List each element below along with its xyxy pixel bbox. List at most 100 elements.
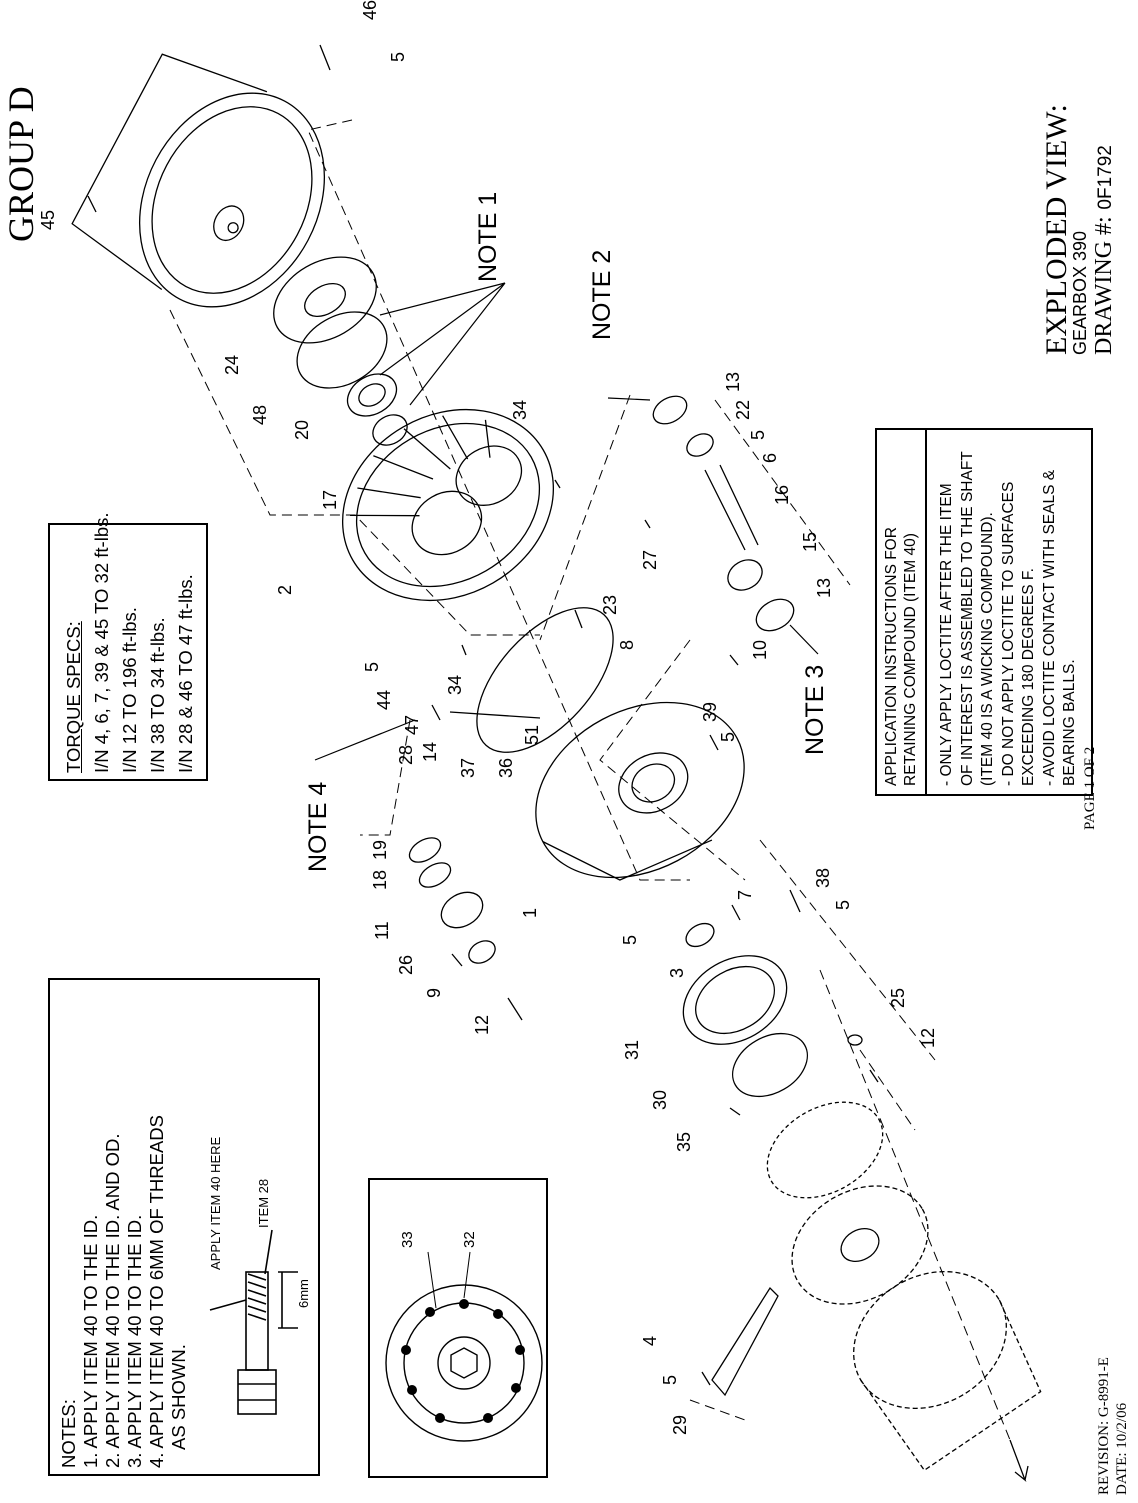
bearing-13-bottom	[755, 598, 795, 632]
assembly-path-7	[759, 839, 936, 1061]
bolt-12	[507, 997, 523, 1021]
plug-34	[461, 644, 467, 656]
direction-arrow	[1009, 1439, 1029, 1482]
bolt-28	[431, 704, 441, 721]
item-number: 22	[733, 399, 753, 420]
item-number: 5	[718, 731, 738, 742]
notes-box: NOTES: 1. APPLY ITEM 40 TO THE ID. 2. AP…	[48, 978, 320, 1476]
note-3-callout: NOTE 3	[801, 664, 829, 755]
bolt-4	[701, 1371, 711, 1386]
item-number: 8	[617, 639, 637, 650]
note3-leader	[789, 624, 819, 655]
torque-specs-box: TORQUE SPECS: I/N 4, 6, 7, 39 & 45 TO 32…	[48, 512, 208, 781]
drive-plate	[766, 1101, 884, 1199]
item-number: 47	[402, 714, 422, 735]
coupling-detail-box: 33 32	[368, 1178, 548, 1478]
gear-15	[727, 559, 763, 591]
item-28-label: ITEM 28	[256, 1179, 271, 1228]
bolt-12-lower	[869, 1069, 879, 1083]
item-number: 5	[660, 1374, 680, 1385]
item-number: 15	[800, 531, 820, 552]
gear-11	[440, 891, 484, 929]
item-number: 28	[396, 744, 416, 765]
valve-14-37-36-51	[449, 711, 541, 719]
item-number: 25	[888, 987, 908, 1008]
coupling-31	[682, 955, 788, 1045]
item-number: 46	[360, 0, 380, 20]
bolt-38	[789, 889, 801, 913]
six-mm-label: 6mm	[296, 1279, 311, 1308]
pin-26	[451, 953, 463, 967]
item-number: 18	[370, 869, 390, 890]
item-number: 30	[650, 1089, 670, 1110]
note-4-callout: NOTE 4	[304, 781, 332, 872]
bolt-39	[709, 734, 719, 751]
item-number: 7	[735, 889, 755, 900]
cap-9	[468, 940, 496, 964]
item-number: 16	[772, 484, 792, 505]
item-number: 5	[388, 51, 408, 62]
bolt-detail-drawing: APPLY ITEM 40 HERE ITEM 28 6mm	[208, 1136, 311, 1415]
seal-17	[372, 414, 408, 446]
note-2-callout: NOTE 2	[588, 249, 616, 340]
gasket-8	[476, 607, 614, 753]
ring-19	[408, 837, 442, 863]
assembly-path-5	[599, 639, 746, 881]
item-number: 5	[620, 934, 640, 945]
assembly-path-6	[360, 719, 411, 836]
item-number: 39	[700, 701, 720, 722]
coupling-detail-drawing: 33 32	[385, 1231, 543, 1442]
item-number: 19	[370, 839, 390, 860]
item-number: 26	[396, 954, 416, 975]
item-number: 5	[362, 661, 382, 672]
item-number: 1	[520, 907, 540, 918]
washer-25	[847, 1034, 863, 1046]
flywheel	[791, 1185, 929, 1305]
apply-here-label: APPLY ITEM 40 HERE	[208, 1136, 223, 1270]
seal-3	[685, 922, 715, 948]
detail-item-32: 32	[461, 1231, 478, 1248]
plate-24	[273, 256, 377, 344]
item-number: 12	[472, 1014, 492, 1035]
flywheel-housing	[853, 1270, 1042, 1472]
plug-34-top	[554, 479, 561, 489]
item-number: 35	[674, 1131, 694, 1152]
item-number: 12	[918, 1027, 938, 1048]
bolt-45	[87, 195, 97, 213]
item-number: 27	[640, 549, 660, 570]
item-number: 5	[833, 899, 853, 910]
adapter-housing	[71, 53, 326, 308]
pin-27	[644, 519, 651, 529]
plate-22	[686, 433, 714, 457]
instructions-divider	[925, 430, 927, 794]
item-number: 17	[320, 489, 340, 510]
note-1-callout: NOTE 1	[474, 191, 502, 282]
item-number: 31	[622, 1039, 642, 1060]
bolt-7	[731, 904, 741, 921]
housing-2	[341, 408, 555, 602]
item-number: 14	[420, 741, 440, 762]
bearing-13-top	[652, 395, 688, 425]
item-number: 2	[275, 584, 295, 595]
spider-30	[731, 1032, 809, 1098]
pin-23	[574, 609, 583, 629]
item-number: 51	[522, 724, 542, 745]
item-number: 34	[445, 674, 465, 695]
assembly-path-1	[169, 309, 540, 636]
application-instructions-box: APPLICATION INSTRUCTIONS FOR RETAINING C…	[875, 428, 1093, 796]
detail-item-33: 33	[399, 1231, 416, 1248]
note1-leader	[379, 282, 506, 406]
item-number: 5	[748, 429, 768, 440]
item-number: 11	[372, 921, 392, 940]
item-number: 4	[640, 1335, 660, 1346]
bolt-46	[319, 44, 331, 71]
pin-35	[729, 1107, 741, 1116]
item-number: 29	[670, 1414, 690, 1435]
assembly-path-3	[539, 394, 631, 641]
item-number: 34	[510, 399, 530, 420]
item-number: 13	[814, 577, 834, 598]
item-number: 23	[600, 594, 620, 615]
item-number: 48	[250, 404, 270, 425]
shaft-16	[704, 464, 759, 551]
